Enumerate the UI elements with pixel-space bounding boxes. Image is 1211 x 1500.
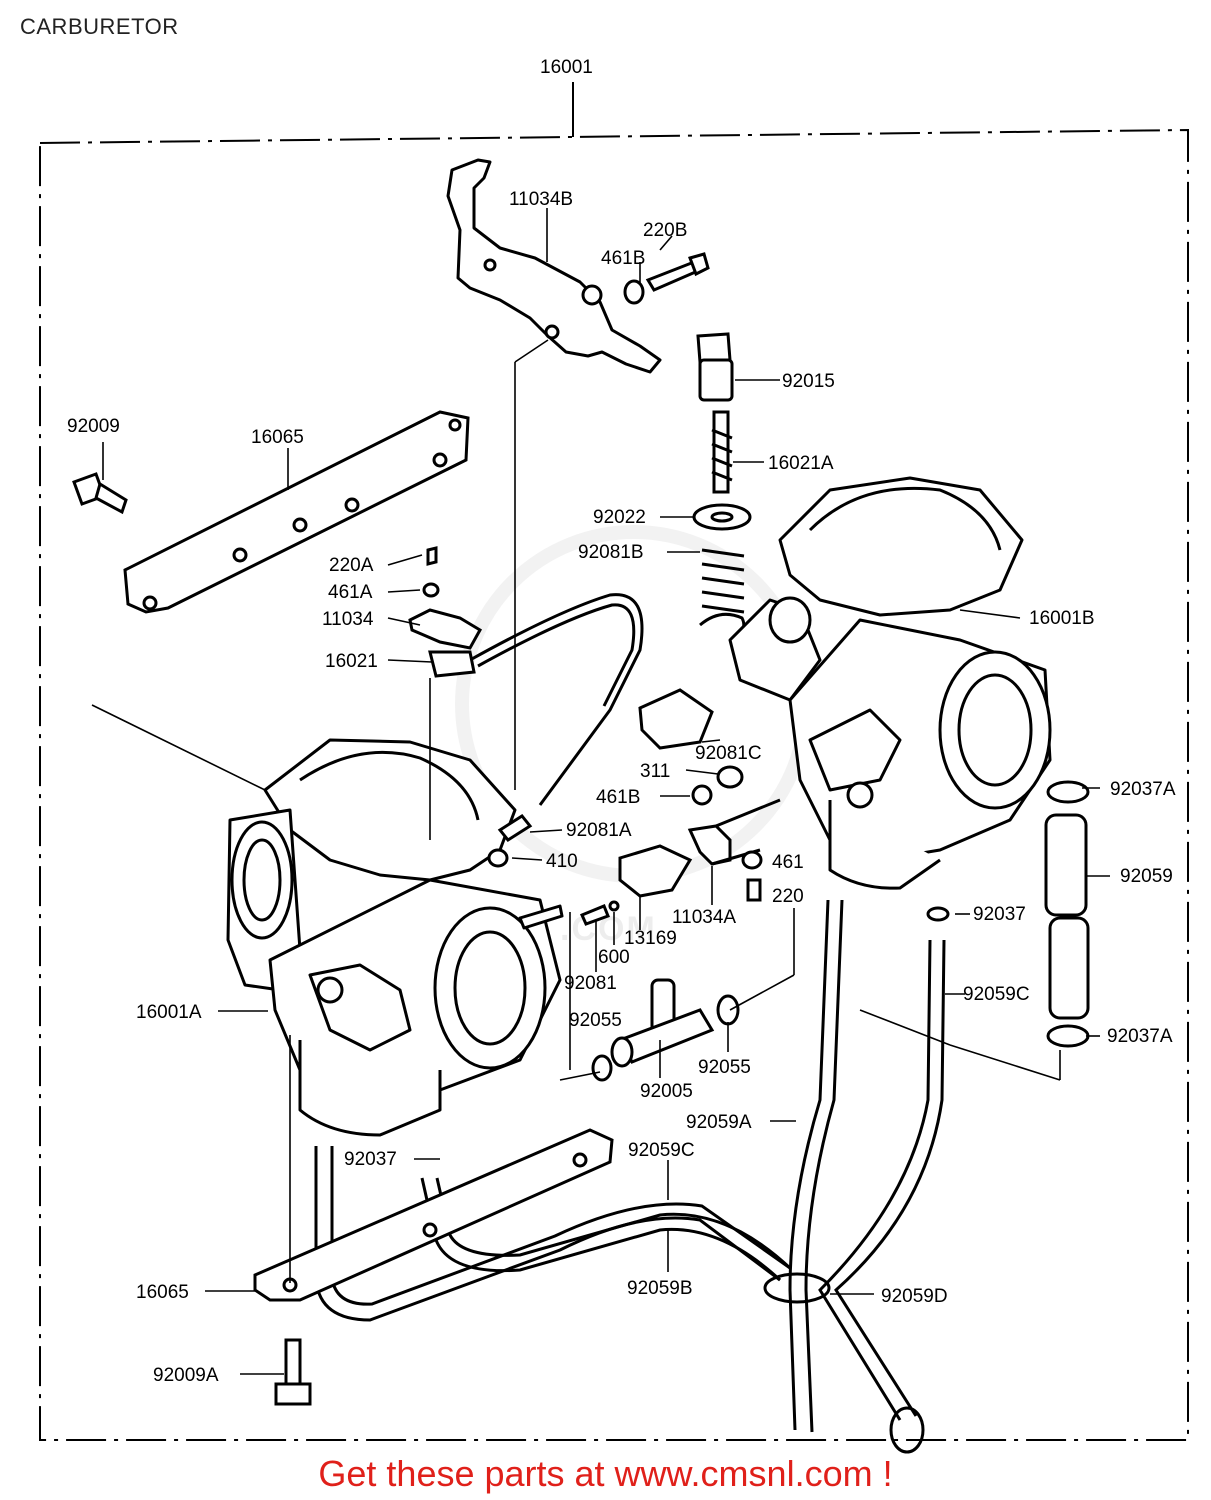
linkage-parts <box>487 688 781 902</box>
part-labels: 16001 11034B 220B 461B 92015 92009 16065… <box>67 57 1176 1386</box>
rail-16065-top <box>123 410 470 614</box>
label-92081a: 92081A <box>566 820 632 841</box>
label-92009: 92009 <box>67 416 120 437</box>
label-92059c-bottom: 92059C <box>628 1140 695 1161</box>
label-92081b: 92081B <box>578 542 644 563</box>
label-92022: 92022 <box>593 507 646 528</box>
label-13169: 13169 <box>624 928 677 949</box>
adjuster-stack <box>692 332 752 638</box>
label-92059c-right: 92059C <box>963 984 1030 1005</box>
label-92009a: 92009A <box>153 1365 219 1386</box>
label-11034b: 11034B <box>509 189 573 210</box>
label-92005: 92005 <box>640 1081 693 1102</box>
label-461a: 461A <box>328 582 373 603</box>
label-92037-right: 92037 <box>973 904 1026 925</box>
label-461b-top: 461B <box>601 248 645 269</box>
label-92059a: 92059A <box>686 1112 752 1133</box>
throttle-cable <box>469 593 644 806</box>
bracket-11034b <box>446 158 662 374</box>
bolt-92009 <box>72 472 128 515</box>
label-92037a-top: 92037A <box>1110 779 1176 800</box>
label-11034: 11034 <box>322 609 374 630</box>
tube-92059 <box>926 780 1090 1048</box>
fitting-92005 <box>580 900 740 1082</box>
label-92081c: 92081C <box>695 743 762 764</box>
leader-lines <box>91 208 1110 1375</box>
label-16021a: 16021A <box>768 453 834 474</box>
label-92081: 92081 <box>564 973 617 994</box>
label-220a: 220A <box>329 555 374 576</box>
bolt-220b <box>623 252 710 305</box>
carburetor-left-16001a <box>226 738 564 1137</box>
tubes <box>314 899 946 1454</box>
footer-link-text[interactable]: Get these parts at www.cmsnl.com ! <box>318 1453 893 1494</box>
label-16065-bottom: 16065 <box>136 1282 189 1303</box>
label-92059b: 92059B <box>627 1278 693 1299</box>
label-410: 410 <box>546 851 578 872</box>
label-92037-left: 92037 <box>344 1149 397 1170</box>
label-461b: 461B <box>596 787 640 808</box>
label-461: 461 <box>772 852 804 873</box>
label-92059d: 92059D <box>881 1286 948 1307</box>
label-220b: 220B <box>643 220 687 241</box>
cable-bracket-11034 <box>408 546 483 678</box>
label-16001a: 16001A <box>136 1002 202 1023</box>
carburetor-right-16001b <box>728 476 1052 890</box>
label-220: 220 <box>772 886 804 907</box>
label-11034a: 11034A <box>672 907 736 928</box>
label-16001b: 16001B <box>1029 608 1095 629</box>
label-16065-top: 16065 <box>251 427 304 448</box>
label-92037a-bottom: 92037A <box>1107 1026 1173 1047</box>
label-92059: 92059 <box>1120 866 1173 887</box>
label-92055-left: 92055 <box>569 1010 622 1031</box>
label-16021: 16021 <box>325 651 378 672</box>
label-92055-right: 92055 <box>698 1057 751 1078</box>
page-title: CARBURETOR <box>20 14 179 39</box>
label-92015: 92015 <box>782 371 835 392</box>
assembly-frame <box>39 82 1189 1441</box>
rail-16065-bottom <box>253 1128 614 1302</box>
label-600: 600 <box>598 947 630 968</box>
label-311: 311 <box>640 761 670 782</box>
label-16001: 16001 <box>540 57 593 78</box>
bolt-92009a <box>274 1338 312 1406</box>
